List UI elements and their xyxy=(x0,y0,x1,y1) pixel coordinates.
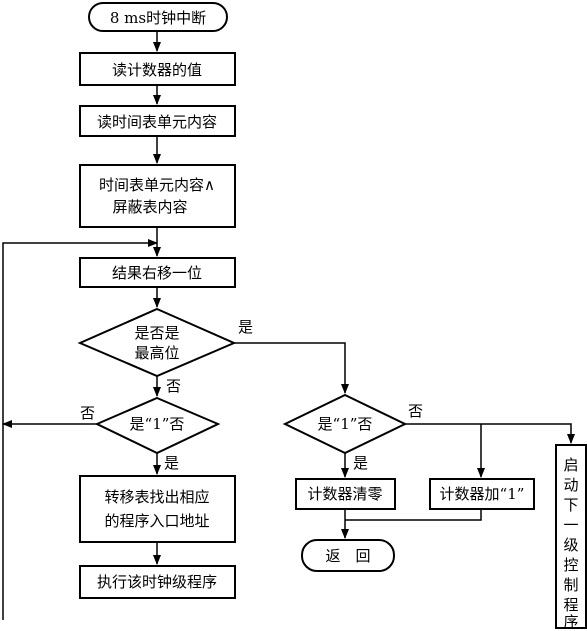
shift-box: 结果右移一位 xyxy=(79,257,236,288)
read-table-box: 读时间表单元内容 xyxy=(79,105,236,137)
read-counter-box: 读计数器的值 xyxy=(79,52,236,86)
next-level-char: 下 xyxy=(563,496,578,514)
and-mask-box: 时间表单元内容∧ 屏蔽表内容 xyxy=(79,164,236,228)
is-one-left-label: 是“1”否 xyxy=(130,415,185,433)
no-label-left: 否 xyxy=(80,404,95,422)
next-level-char: 启 xyxy=(563,456,578,474)
shift-label: 结果右移一位 xyxy=(112,264,202,282)
clear-counter-label: 计数器清零 xyxy=(307,485,382,503)
next-level-char: 动 xyxy=(563,476,578,494)
yes-label-right: 是 xyxy=(353,454,368,472)
is-one-left-diamond: 是“1”否 xyxy=(94,396,221,455)
is-one-right-label: 是“1”否 xyxy=(318,415,373,433)
next-level-char: 一 xyxy=(563,516,578,534)
next-level-char: 序 xyxy=(563,613,578,631)
yes-label-left: 是 xyxy=(164,454,179,472)
yes-label-top: 是 xyxy=(238,318,253,336)
increment-counter-label: 计数器加“1” xyxy=(440,485,525,503)
branch-labels: 是 否 否 是 是 否 xyxy=(80,318,423,472)
next-level-char: 级 xyxy=(563,536,578,554)
connectors xyxy=(2,31,575,620)
read-table-label: 读时间表单元内容 xyxy=(97,113,217,131)
and-mask-line1: 时间表单元内容∧ xyxy=(99,176,215,194)
return-terminal: 返 回 xyxy=(301,539,395,572)
is-top-bit-line2: 最高位 xyxy=(134,344,179,362)
next-level-box: 启 动 下 一 级 控 制 程 序 xyxy=(555,444,587,631)
transfer-line2: 的程序入口地址 xyxy=(104,512,209,530)
no-label-top: 否 xyxy=(166,377,181,395)
execute-box: 执行该时钟级程序 xyxy=(79,565,236,599)
transfer-line1: 转移表找出相应 xyxy=(104,488,209,506)
return-label: 返 回 xyxy=(325,547,370,565)
is-top-bit-diamond: 是否是 最高位 xyxy=(77,307,237,378)
start-label: 8 ms时钟中断 xyxy=(110,9,206,27)
next-level-char: 程 xyxy=(563,596,578,614)
is-top-bit-line1: 是否是 xyxy=(134,324,179,342)
transfer-box: 转移表找出相应 的程序入口地址 xyxy=(79,475,236,543)
no-label-right: 否 xyxy=(408,402,423,420)
clear-counter-box: 计数器清零 xyxy=(295,478,396,510)
increment-counter-box: 计数器加“1” xyxy=(429,478,535,510)
start-terminal: 8 ms时钟中断 xyxy=(88,2,228,32)
next-level-char: 制 xyxy=(563,576,578,594)
execute-label: 执行该时钟级程序 xyxy=(97,573,217,591)
read-counter-label: 读计数器的值 xyxy=(112,61,202,79)
and-mask-line2: 屏蔽表内容 xyxy=(112,198,187,216)
next-level-char: 控 xyxy=(563,556,578,574)
is-one-right-diamond: 是“1”否 xyxy=(282,393,408,455)
